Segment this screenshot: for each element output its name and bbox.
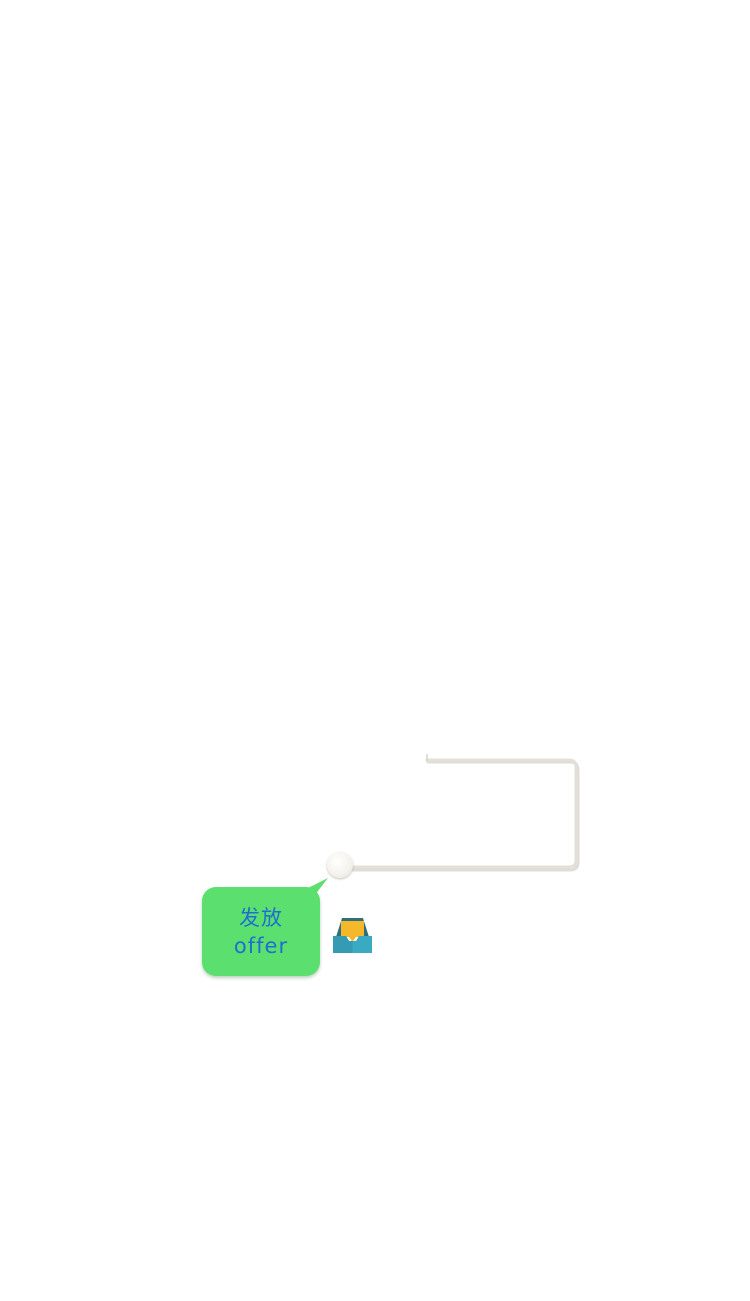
inbox-tray-icon[interactable]: [332, 915, 373, 954]
junction-dot[interactable]: [327, 852, 353, 878]
topic-node-label-line1: 发放: [239, 905, 283, 930]
topic-node-label-line2: offer: [233, 933, 289, 958]
topic-node[interactable]: 发放 offer: [202, 887, 320, 976]
